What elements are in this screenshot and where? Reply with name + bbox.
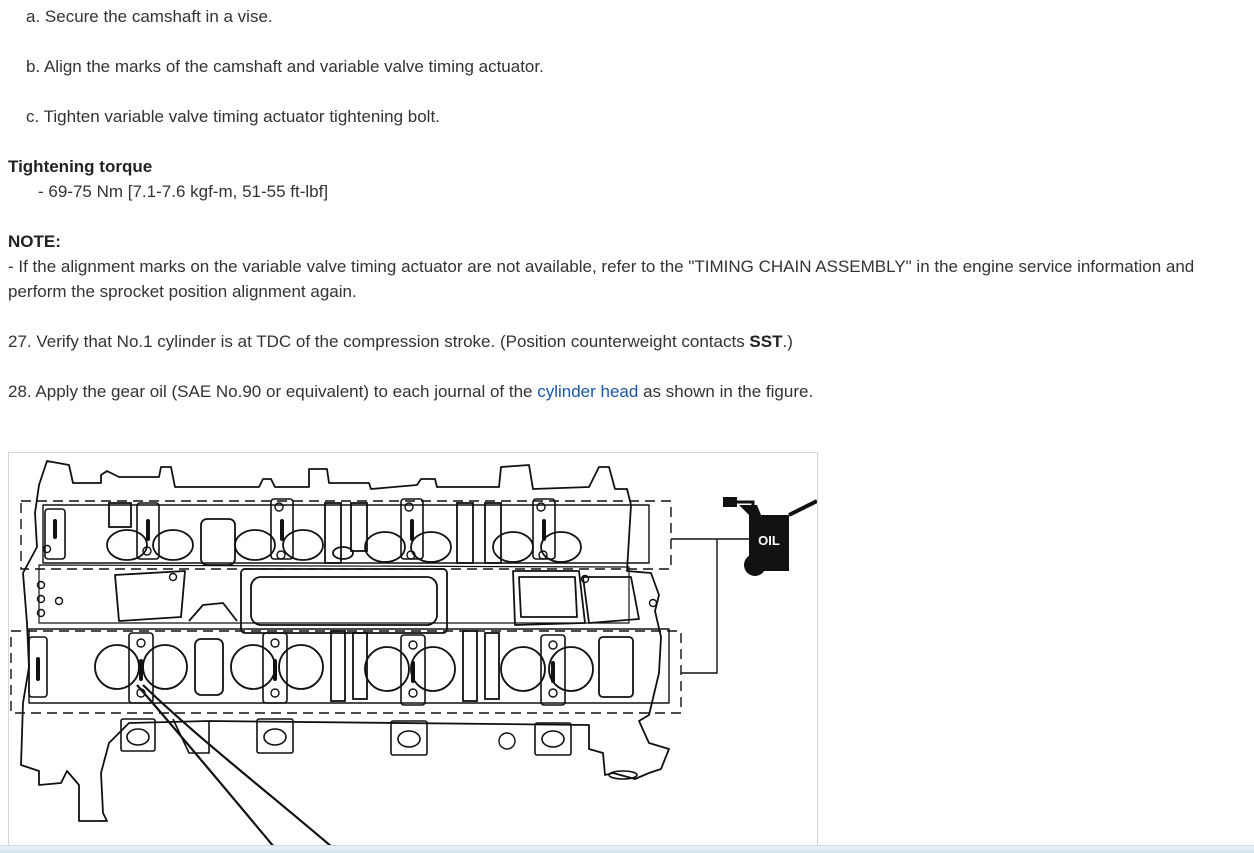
lower-caps (28, 632, 566, 706)
upper-journals (106, 502, 582, 566)
oil-label: OIL (758, 533, 780, 548)
note-text: - If the alignment marks on the variable… (8, 257, 1195, 301)
step-27: 27. Verify that No.1 cylinder is at TDC … (8, 329, 793, 354)
step-28: 28. Apply the gear oil (SAE No.90 or equ… (8, 379, 813, 404)
cylinder-head-figure: OIL (8, 452, 818, 852)
cylinder-head-diagram: OIL (10, 460, 817, 852)
upper-oil-marks (53, 519, 546, 541)
upper-caps (44, 498, 556, 560)
step-27-suffix: .) (782, 332, 793, 351)
torque-heading: Tightening torque (8, 157, 153, 176)
step-28-text: 28. Apply the gear oil (SAE No.90 or equ… (8, 382, 538, 401)
cylinder-head-link[interactable]: cylinder head (537, 382, 639, 401)
sst-term: SST (749, 332, 783, 351)
journal-highlight-boxes (10, 500, 682, 714)
torque-value: - 69-75 Nm [7.1-7.6 kgf-m, 51-55 ft-lbf] (38, 182, 329, 201)
step-27-text: 27. Verify that No.1 cylinder is at TDC … (8, 332, 750, 351)
note-heading: NOTE: (8, 232, 61, 251)
lower-bosses (120, 718, 638, 780)
lower-journals (94, 630, 634, 702)
oil-can-icon: OIL (723, 497, 817, 576)
oil-leader-lines (671, 538, 749, 674)
bottom-scrollbar[interactable] (0, 845, 1254, 853)
step-a: a. Secure the camshaft in a vise. (26, 7, 273, 26)
step-28-suffix: as shown in the figure. (638, 382, 814, 401)
step-b: b. Align the marks of the camshaft and v… (26, 57, 544, 76)
cylinder-head-outline (20, 460, 670, 822)
step-c: c. Tighten variable valve timing actuato… (26, 107, 440, 126)
oil-nozzle (136, 684, 340, 852)
lower-oil-marks (36, 657, 555, 683)
bolt-holes (36, 502, 658, 750)
